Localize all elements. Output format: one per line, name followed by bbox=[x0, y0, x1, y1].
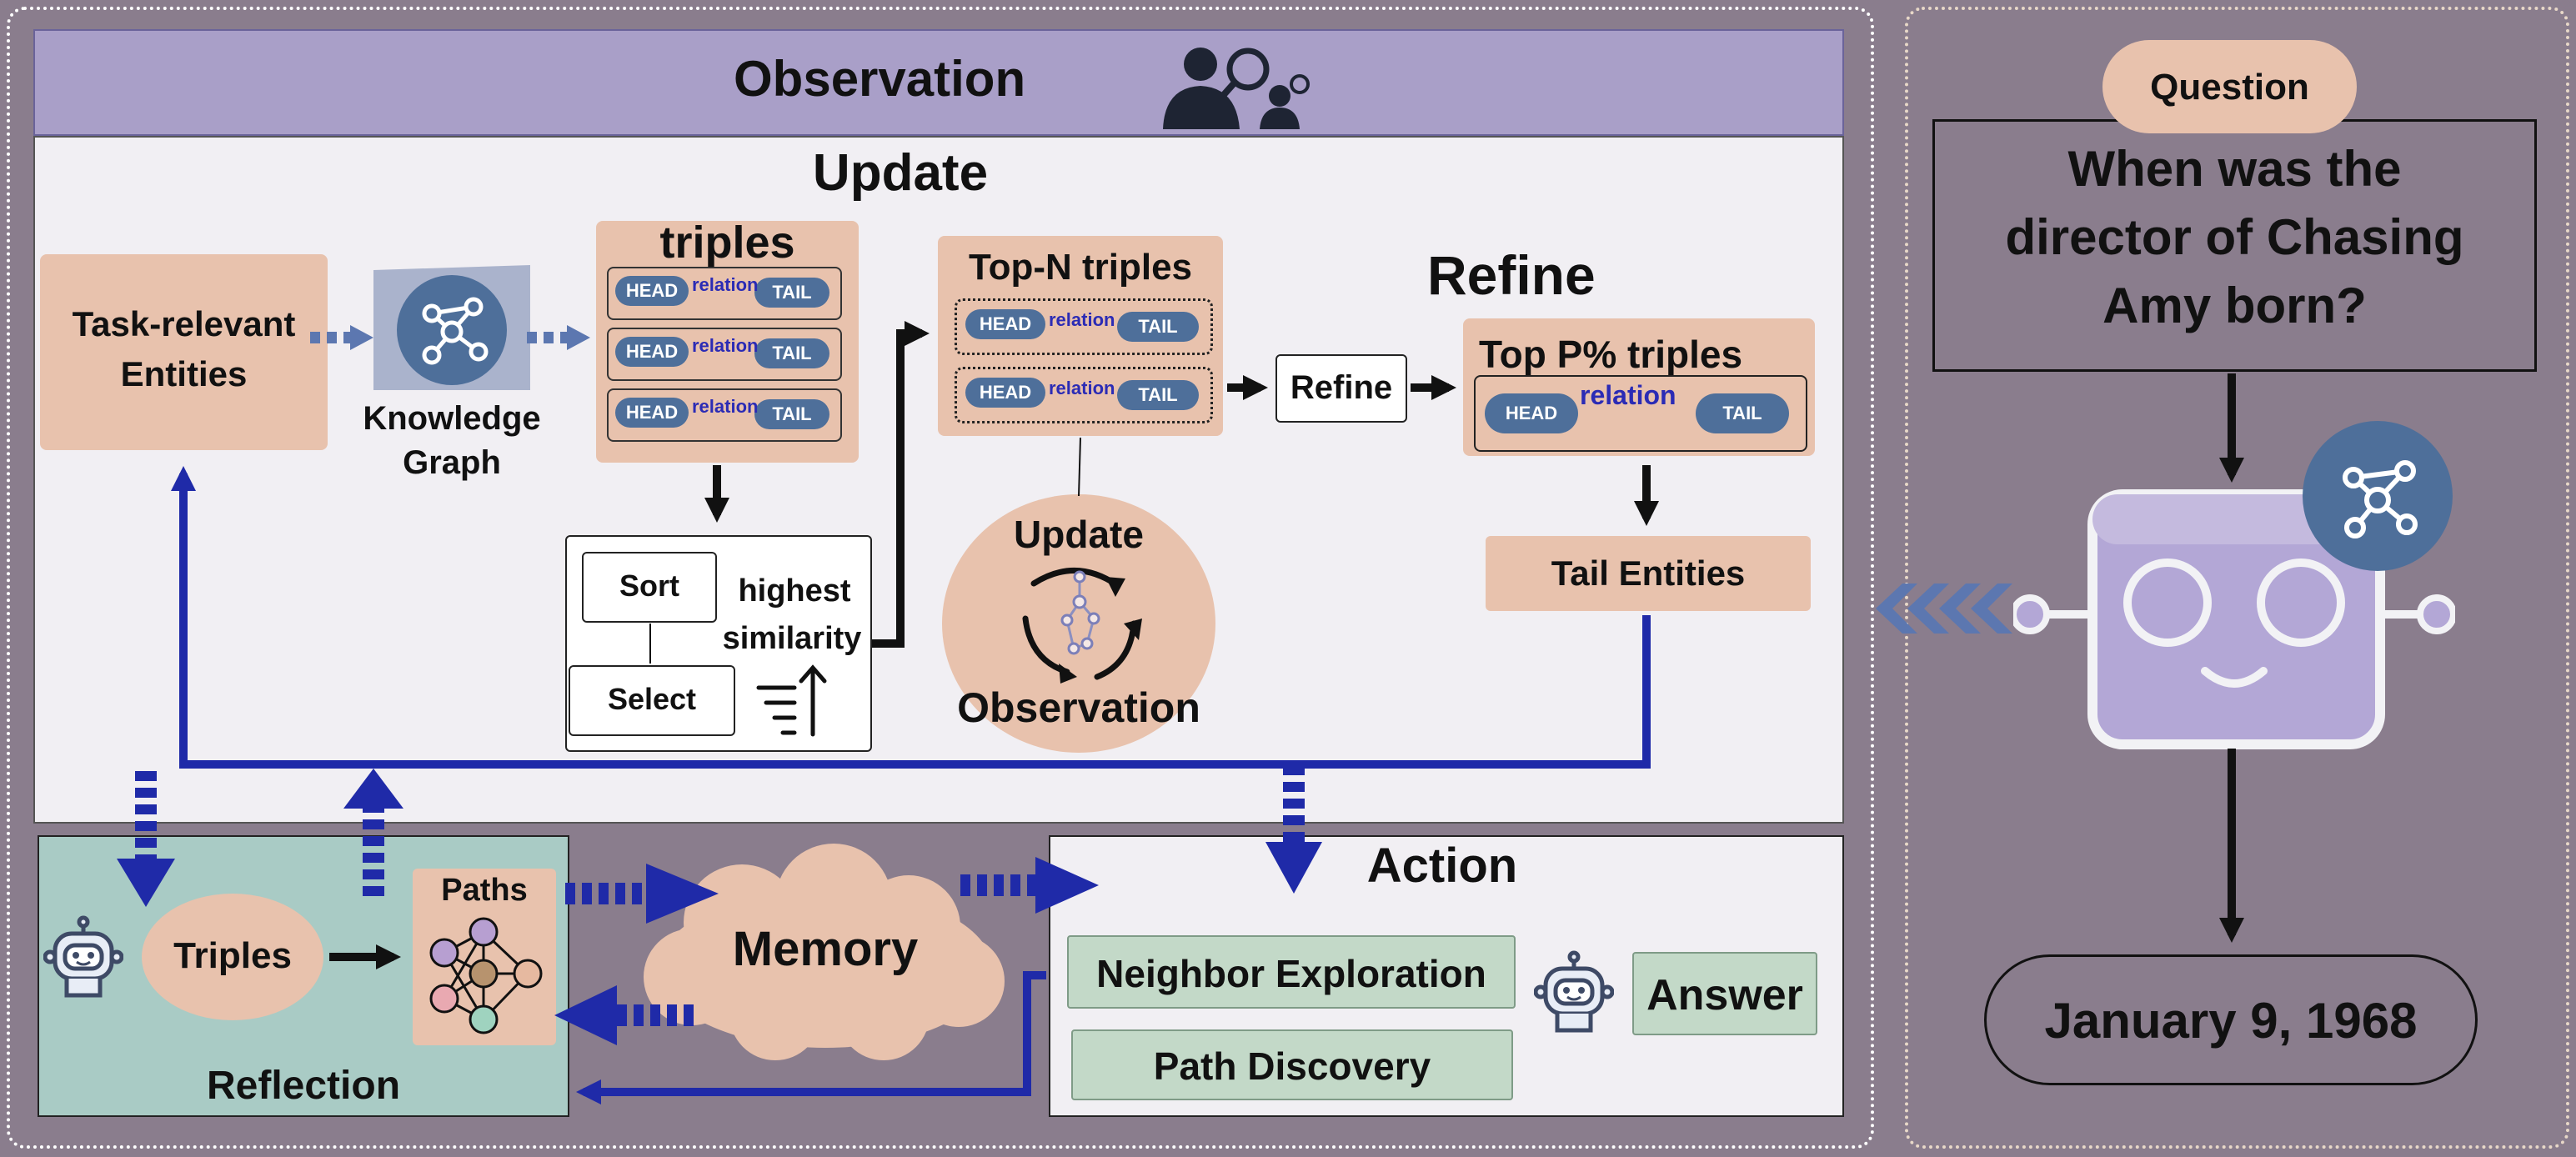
select-button bbox=[569, 665, 735, 736]
question-badge bbox=[2102, 40, 2357, 133]
sort-label: Sort bbox=[619, 568, 679, 603]
task-entities-line2: Entities bbox=[120, 354, 248, 393]
left-frame bbox=[7, 7, 1874, 1149]
relation-label: relation bbox=[692, 396, 759, 417]
final-answer-label: January 9, 1968 bbox=[2044, 993, 2418, 1049]
paths-label: Paths bbox=[441, 873, 528, 908]
path-discovery-button bbox=[1071, 1029, 1513, 1100]
question-line3: Amy born? bbox=[2102, 278, 2367, 333]
sort-button bbox=[582, 552, 717, 623]
answer-button bbox=[1632, 952, 1817, 1035]
tail-entities-box bbox=[1486, 536, 1811, 611]
relation-label: relation bbox=[692, 274, 759, 295]
neighbor-exploration-button bbox=[1067, 935, 1516, 1009]
task-entities-box bbox=[40, 254, 328, 450]
observation-header bbox=[33, 29, 1844, 136]
reflection-title: Reflection bbox=[206, 1064, 401, 1108]
reflection-triples-ellipse bbox=[142, 894, 323, 1020]
magnifier-people-icon bbox=[1163, 48, 1310, 129]
topp-row bbox=[1474, 375, 1807, 452]
topn-title: Top-N triples bbox=[968, 247, 1193, 288]
select-label: Select bbox=[607, 682, 697, 716]
memory-label: Memory bbox=[732, 922, 919, 976]
triples-title: triples bbox=[659, 218, 795, 268]
question-line1: When was the bbox=[2067, 141, 2402, 197]
update-title: Update bbox=[812, 144, 989, 202]
small-robot-icon bbox=[1534, 950, 1614, 1033]
triple-row bbox=[607, 328, 842, 381]
reflection-triples-label: Triples bbox=[173, 935, 292, 976]
kg-label-line2: Graph bbox=[403, 444, 501, 481]
topn-row bbox=[955, 367, 1213, 423]
kg-label-line1: Knowledge bbox=[363, 400, 541, 437]
tail-pill: TAIL bbox=[754, 278, 829, 308]
cycle-observation-label: Observation bbox=[957, 684, 1200, 731]
path-discovery-label: Path Discovery bbox=[1153, 1044, 1431, 1088]
right-frame bbox=[1905, 7, 2569, 1149]
triple-row bbox=[607, 267, 842, 320]
knowledge-graph-icon bbox=[373, 265, 530, 390]
relation-label: relation bbox=[1580, 380, 1676, 410]
small-robot-icon bbox=[43, 915, 123, 998]
tail-pill: TAIL bbox=[754, 338, 829, 368]
question-line2: director of Chasing bbox=[2005, 209, 2464, 265]
final-answer-pill bbox=[1984, 954, 2478, 1085]
action-title: Action bbox=[1366, 839, 1518, 893]
similarity-label: similarity bbox=[722, 621, 862, 656]
update-cycle-circle bbox=[942, 494, 1215, 753]
neighbor-exploration-label: Neighbor Exploration bbox=[1096, 952, 1486, 995]
neural-network-icon bbox=[429, 917, 543, 1034]
tail-pill: TAIL bbox=[754, 399, 829, 429]
task-entities-line1: Task-relevant bbox=[72, 304, 296, 343]
refine-title: Refine bbox=[1427, 244, 1596, 306]
answer-label: Answer bbox=[1646, 971, 1803, 1019]
refine-button bbox=[1275, 354, 1407, 423]
head-pill: HEAD bbox=[965, 378, 1045, 408]
sort-ascending-icon bbox=[756, 664, 827, 737]
topn-row bbox=[955, 298, 1213, 355]
head-pill: HEAD bbox=[965, 309, 1045, 339]
observation-title: Observation bbox=[734, 51, 1026, 107]
head-pill: HEAD bbox=[615, 337, 689, 367]
highest-label: highest bbox=[738, 573, 851, 609]
question-badge-label: Question bbox=[2150, 67, 2309, 108]
head-pill: HEAD bbox=[615, 398, 689, 428]
robot-agent-icon bbox=[2013, 421, 2455, 749]
relation-label: relation bbox=[1049, 378, 1115, 398]
refine-button-label: Refine bbox=[1290, 369, 1393, 406]
head-pill: HEAD bbox=[615, 276, 689, 306]
tail-pill: TAIL bbox=[1117, 380, 1199, 410]
topp-title: Top P% triples bbox=[1479, 333, 1743, 376]
tail-pill: TAIL bbox=[1696, 393, 1789, 433]
head-pill: HEAD bbox=[1485, 393, 1578, 433]
triple-row bbox=[607, 388, 842, 442]
tail-pill: TAIL bbox=[1117, 312, 1199, 342]
relation-label: relation bbox=[692, 335, 759, 356]
cycle-update-label: Update bbox=[1014, 513, 1144, 556]
cycle-arrows-icon bbox=[1022, 568, 1142, 684]
tail-entities-label: Tail Entities bbox=[1551, 553, 1746, 593]
relation-label: relation bbox=[1049, 309, 1115, 330]
